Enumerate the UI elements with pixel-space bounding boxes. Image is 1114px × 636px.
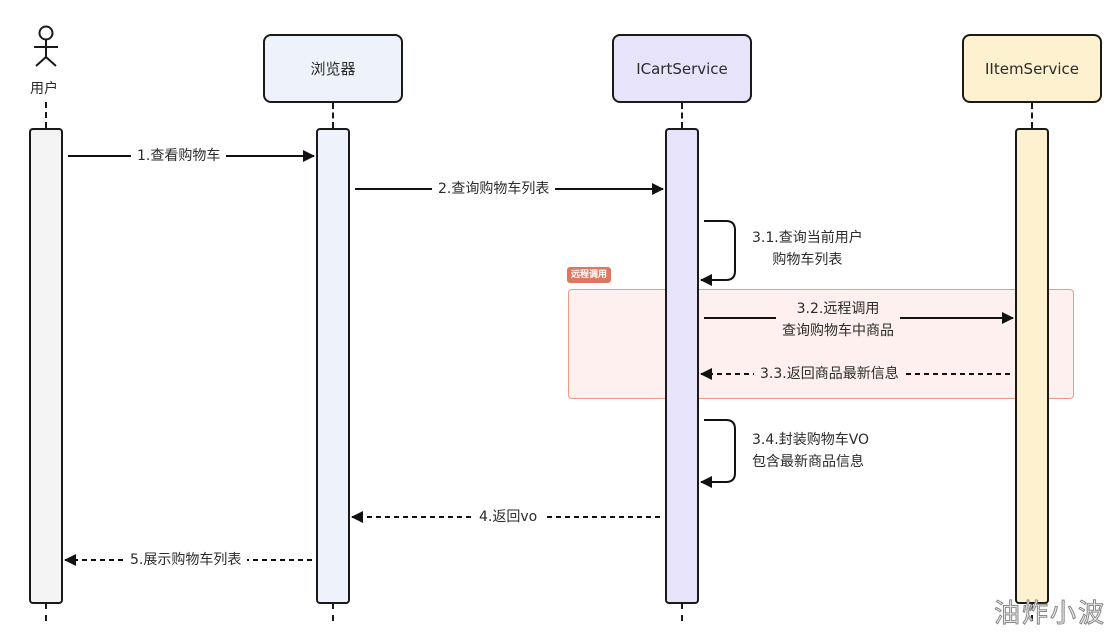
message-label-m31: 3.1.查询当前用户 购物车列表	[752, 230, 863, 268]
arrow-m31	[700, 220, 736, 286]
participant-icartservice: ICartService	[612, 34, 752, 103]
participant-browser: 浏览器	[263, 34, 403, 103]
actor-label: 用户	[30, 81, 58, 97]
watermark: 油炸小波	[993, 599, 1106, 630]
arrow-m34	[700, 419, 736, 488]
message-label-m4: 4.返回vo	[473, 508, 544, 526]
lifeline-cart-bottom	[681, 603, 683, 621]
lifeline-user-top	[45, 102, 47, 128]
participant-iitemservice: IItemService	[962, 34, 1102, 103]
message-label-m1: 1.查看购物车	[131, 147, 227, 165]
participant-icartservice-label: ICartService	[636, 59, 728, 78]
message-label-m5: 5.展示购物车列表	[124, 551, 248, 569]
activation-bar-item	[1015, 128, 1049, 604]
message-label-m2: 2.查询购物车列表	[432, 180, 556, 198]
activation-bar-browser	[316, 128, 350, 604]
actor-icon	[34, 25, 58, 67]
lifeline-user-bottom	[45, 603, 47, 621]
lifeline-item-top	[1031, 103, 1033, 128]
lifeline-item-bottom	[1031, 603, 1033, 621]
participant-browser-label: 浏览器	[310, 60, 356, 78]
activation-bar-user	[29, 128, 63, 604]
lifeline-cart-top	[681, 103, 683, 128]
remote-call-fragment-tag: 远程调用	[567, 267, 612, 283]
participant-iitemservice-label: IItemService	[984, 59, 1079, 78]
activation-bar-cart	[665, 128, 699, 604]
message-label-m32: 3.2.远程调用 查询购物车中商品	[776, 298, 900, 342]
lifeline-browser-bottom	[332, 603, 334, 621]
message-label-m33: 3.3.返回商品最新信息	[754, 365, 905, 383]
lifeline-browser-top	[332, 103, 334, 128]
message-label-m34: 3.4.封装购物车VO 包含最新商品信息	[752, 432, 870, 470]
